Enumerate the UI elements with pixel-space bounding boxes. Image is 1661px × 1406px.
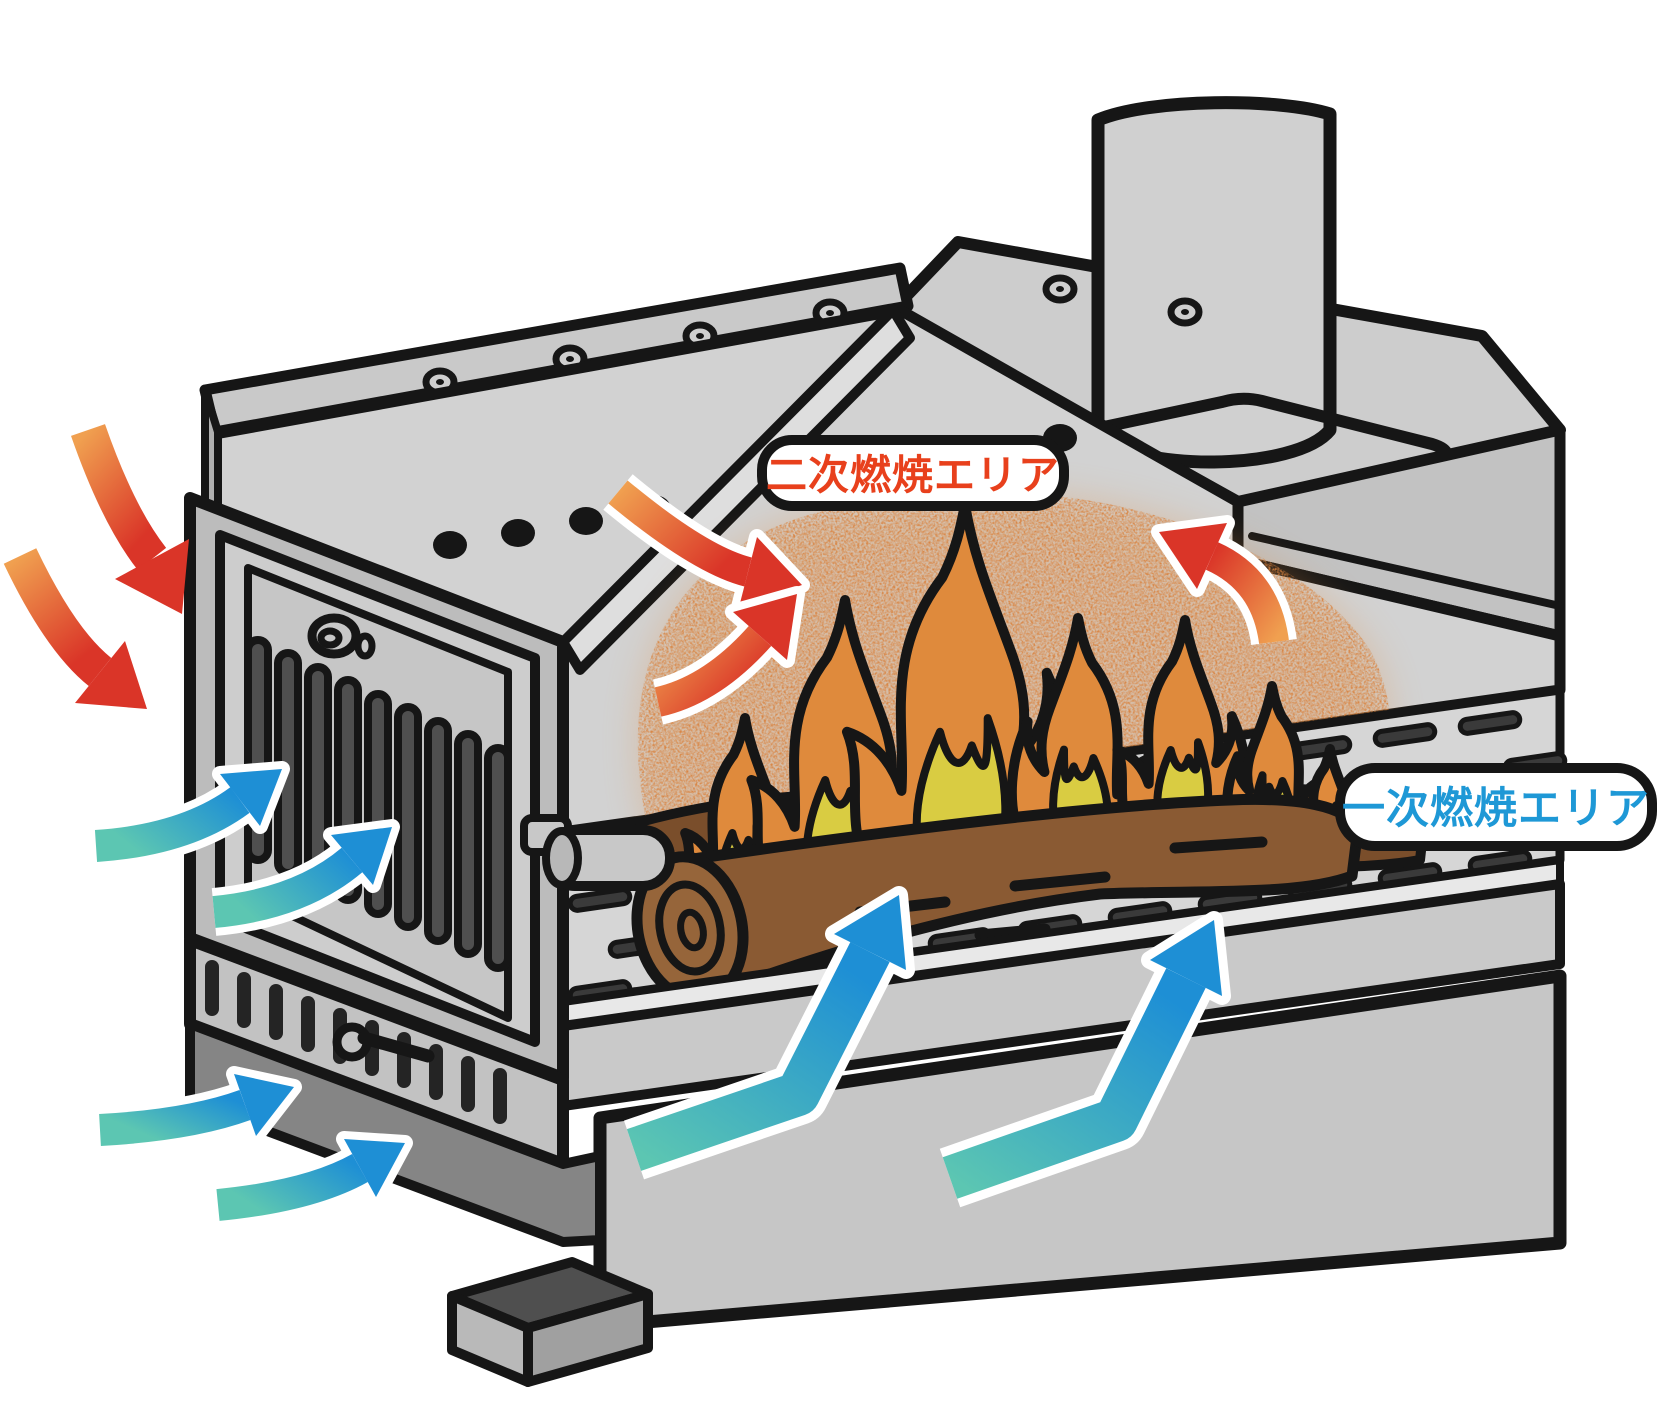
secondary-burn-arrow-down (603, 474, 810, 615)
secondary-combustion-label-text: 二次燃焼エリア (766, 452, 1060, 498)
cold-air-base-arrow-2 (215, 1131, 413, 1229)
cold-air-door-arrow-1 (94, 761, 290, 870)
door-knob (307, 613, 376, 660)
airflow-arrows (3, 424, 1297, 1229)
hot-air-inflow-arrow-top-left-1 (71, 424, 189, 614)
ash-door-latch (332, 1022, 435, 1063)
stove-foot (447, 1257, 653, 1387)
left-wall-top-edge (558, 305, 915, 675)
stove-body (184, 96, 1566, 1387)
label-secondary-combustion: 二次燃焼エリア (757, 435, 1069, 511)
hot-air-inflow-arrow-top-left-2 (3, 548, 147, 709)
primary-burn-arrow-1 (623, 886, 915, 1180)
primary-burn-arrow-2 (939, 911, 1231, 1208)
cold-air-door-arrow-2 (211, 819, 400, 936)
secondary-burn-arrow-right (1151, 515, 1297, 646)
door-handle (520, 814, 675, 891)
label-primary-combustion: 一次燃焼エリア (1335, 763, 1657, 851)
primary-combustion-label-text: 一次燃焼エリア (1342, 785, 1650, 833)
cold-air-base-arrow-1 (98, 1066, 302, 1154)
secondary-burn-arrow-up (652, 586, 805, 725)
